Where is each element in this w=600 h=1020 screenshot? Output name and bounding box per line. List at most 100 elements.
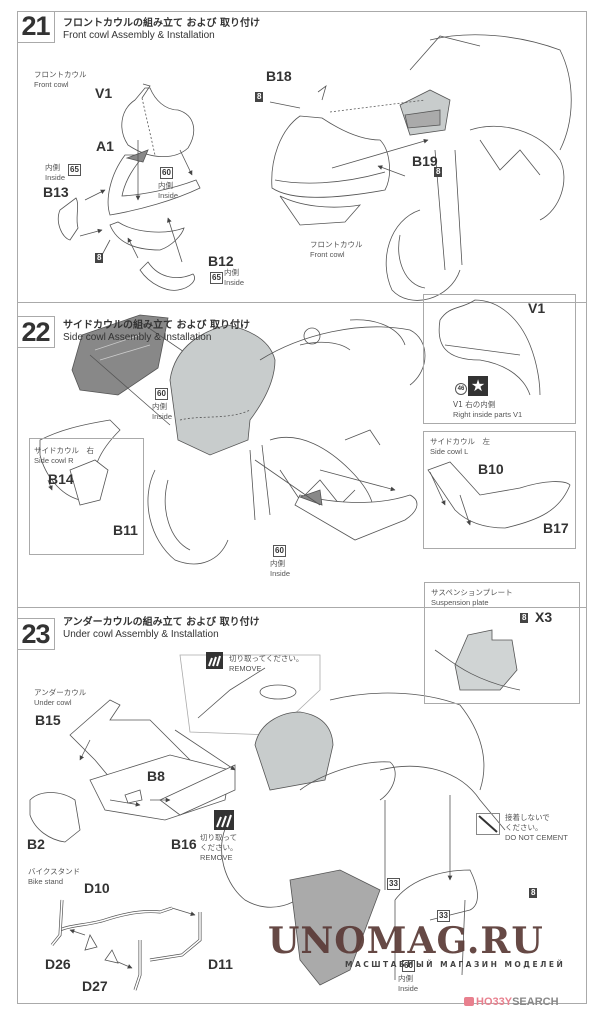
part-label-b8: B8 (147, 768, 165, 784)
no-cement-note: 接着しないで ください。 DO NOT CEMENT (505, 813, 568, 843)
remove-note: 切り取ってください。 REMOVE (229, 654, 303, 674)
side-cowl-l-part (427, 461, 571, 529)
under-cowl-note: アンダーカウル Under cowl (34, 688, 86, 708)
front-cowl-exploded (57, 83, 201, 291)
brand-part-a: HO33Y (476, 996, 513, 1008)
note-en: Inside (224, 278, 245, 287)
part-label-b18: B18 (266, 68, 292, 84)
inside-note: 内側 Inside (398, 974, 418, 994)
note-jp: ください。 (505, 823, 543, 832)
note-jp: 接着しないで (505, 813, 550, 822)
part-label-b2: B2 (27, 836, 45, 852)
cut-icon (206, 652, 223, 669)
watermark-subtitle: МАСШТАБНЫЙ МАГАЗИН МОДЕЛЕЙ (345, 960, 566, 969)
step-divider (17, 607, 587, 608)
part-label-a1: A1 (96, 138, 114, 154)
note-en: REMOVE (200, 853, 233, 862)
no-cement-icon (476, 813, 500, 835)
note-jp: バイクスタンド (28, 867, 81, 876)
note-en: Inside (152, 412, 173, 421)
side-cowl-r-note: サイドカウル 右 Side cowl R (34, 446, 94, 466)
step-title-jp: アンダーカウルの組み立て および 取り付け (63, 617, 260, 628)
side-cowl-r-part (39, 419, 121, 506)
part-label-d26: D26 (45, 956, 71, 972)
note-en: Side cowl L (430, 447, 469, 456)
step-title-jp: フロントカウルの組み立て および 取り付け (63, 18, 260, 29)
note-en: Suspension plate (431, 598, 489, 607)
v1-part (438, 299, 541, 396)
part-label-v1: V1 (95, 85, 113, 101)
step-title-jp: サイドカウルの組み立て および 取り付け (63, 320, 250, 331)
note-jp: 内側 (398, 974, 413, 983)
note-en: Inside (398, 984, 419, 993)
note-jp: サスペンションプレート (431, 588, 513, 597)
inside-note: 内側 Inside (45, 163, 65, 183)
suspension-plate-detail (434, 629, 521, 691)
part-label-b17: B17 (543, 520, 569, 536)
part-label-b13: B13 (43, 184, 69, 200)
color-code-8: 8 (434, 167, 443, 177)
note-jp: フロントカウル (34, 70, 87, 79)
step-number-21: 21 (17, 11, 55, 43)
note-jp: サイドカウル 右 (34, 446, 94, 455)
color-code-33: 33 (437, 910, 450, 922)
decal-number-46: 46 (455, 383, 467, 395)
part-label-b14: B14 (48, 471, 74, 487)
part-label-b16: B16 (171, 836, 197, 852)
note-jp: V1 右の内側 (453, 400, 496, 409)
quantity-x3: X3 (535, 609, 553, 625)
inside-note: 内側 Inside (158, 181, 178, 201)
note-en: Front cowl (34, 80, 69, 89)
part-label-b10: B10 (478, 461, 504, 477)
hobby-search-logo: HO33YSEARCH (464, 996, 559, 1008)
step-title-22: サイドカウルの組み立て および 取り付け Side cowl Assembly … (63, 320, 250, 344)
step-title-21: フロントカウルの組み立て および 取り付け Front cowl Assembl… (63, 18, 260, 42)
inside-note: 内側 Inside (152, 402, 172, 422)
part-label-b11: B11 (113, 522, 138, 538)
inside-note: 内側 Inside (224, 268, 244, 288)
side-cowl-exploded (71, 314, 241, 426)
note-jp: 内側 (45, 163, 60, 172)
page-frame (17, 11, 587, 1004)
note-en: REMOVE (229, 664, 262, 673)
v1-inset (423, 294, 576, 424)
brand-part-b: SEARCH (512, 996, 559, 1008)
color-code-60: 60 (160, 167, 173, 179)
note-jp: ください。 (200, 843, 238, 852)
note-en: Front cowl (310, 250, 345, 259)
note-jp: 内側 (158, 181, 173, 190)
step-number-23: 23 (17, 618, 55, 650)
note-en: Inside (270, 569, 291, 578)
part-label-v1: V1 (528, 300, 546, 316)
color-code-8: 8 (95, 253, 104, 263)
side-cowl-r-inset (29, 438, 144, 555)
step-title-23: アンダーカウルの組み立て および 取り付け Under cowl Assembl… (63, 617, 260, 641)
part-label-b15: B15 (35, 712, 61, 728)
color-code-8: 8 (529, 888, 538, 898)
inside-note: 内側 Inside (270, 559, 290, 579)
color-code-60: 60 (402, 960, 415, 972)
side-cowl-l-inset (423, 431, 576, 549)
watermark-logo: UNOMAG.RU (268, 920, 544, 962)
note-jp: 内側 (224, 268, 239, 277)
step-divider (17, 302, 587, 303)
note-en: Bike stand (28, 877, 64, 886)
step-title-en: Side cowl Assembly & Installation (63, 332, 212, 343)
star-icon: ★ (468, 376, 488, 396)
color-code-8: 8 (520, 613, 529, 623)
note-jp: 切り取ってください。 (229, 654, 304, 663)
front-cowl-note: フロントカウル Front cowl (310, 240, 363, 260)
front-cowl-note: フロントカウル Front cowl (34, 70, 87, 90)
v1-note: V1 右の内側 Right inside parts V1 (453, 400, 522, 420)
part-label-b19: B19 (412, 153, 438, 169)
note-jp: サイドカウル 左 (430, 437, 490, 446)
note-jp: 切り取って (200, 833, 238, 842)
side-cowl-l-note: サイドカウル 左 Side cowl L (430, 437, 490, 457)
bike-stand-note: バイクスタンド Bike stand (28, 867, 80, 887)
step-title-en: Under cowl Assembly & Installation (63, 629, 219, 640)
color-code-60: 60 (155, 388, 168, 400)
step-number-22: 22 (17, 316, 55, 348)
note-jp: フロントカウル (310, 240, 363, 249)
color-code-65: 65 (68, 164, 81, 176)
